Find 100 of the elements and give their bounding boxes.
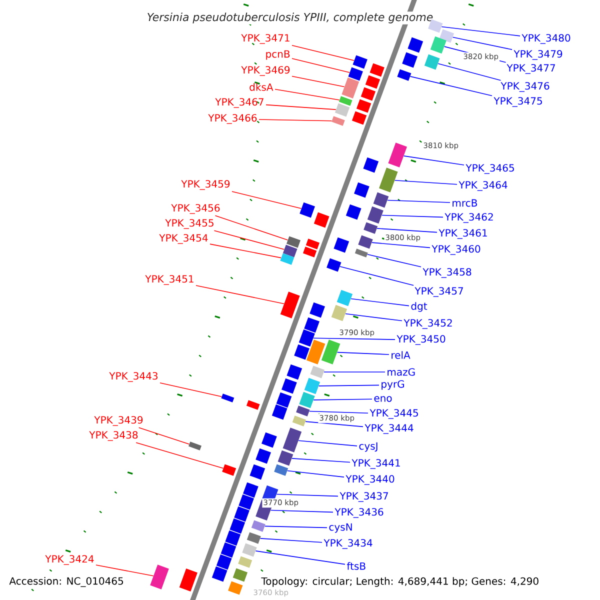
gene-box — [292, 416, 306, 426]
gene-box — [314, 212, 330, 228]
gene-label: YPK_3439 — [94, 416, 143, 426]
gene-label: eno — [374, 396, 392, 402]
gene-box — [331, 304, 348, 322]
gene-box — [246, 400, 260, 410]
leader-line — [318, 384, 380, 386]
leader-line — [138, 427, 190, 444]
gene-label: YPK_3469 — [241, 66, 290, 76]
gene-box — [304, 317, 320, 333]
gene-box — [332, 116, 345, 126]
gene-box — [424, 54, 440, 70]
leader-line — [313, 338, 396, 340]
gene-label: YPK_3477 — [506, 64, 555, 74]
gene-label: YPK_3462 — [444, 213, 493, 223]
gene-box — [310, 366, 325, 378]
gene-label: YPK_3475 — [494, 97, 542, 107]
gene-label: dgt — [411, 302, 428, 312]
leader-line — [274, 88, 340, 100]
gene-box — [212, 566, 228, 582]
leader-line — [255, 550, 346, 565]
gene-box — [304, 378, 320, 394]
gene-label: YPK_3450 — [396, 335, 446, 345]
gene-label: YPK_3458 — [422, 268, 472, 278]
gene-label: YPK_3471 — [241, 34, 290, 44]
gene-box — [280, 292, 300, 318]
gene-label: cysJ — [359, 442, 378, 452]
gene-box — [274, 464, 288, 476]
gene-box — [272, 404, 288, 420]
gene-label: YPK_3436 — [334, 508, 384, 518]
leader-line — [260, 538, 322, 543]
gene-box — [282, 378, 297, 394]
gene-label: YPK_3466 — [208, 114, 257, 124]
leader-line — [266, 104, 336, 110]
leader-line — [270, 510, 334, 513]
leader-line — [313, 398, 372, 400]
leader-line — [232, 191, 302, 209]
gene-label: dksA — [250, 83, 274, 91]
gene-box — [306, 340, 326, 364]
gene-box — [282, 244, 298, 258]
gene-box — [228, 581, 243, 595]
gene-box — [222, 464, 236, 476]
gene-box — [262, 432, 277, 448]
gene-label: YPK_3461 — [438, 229, 487, 239]
gene-box — [356, 99, 372, 113]
gene-box — [346, 204, 362, 220]
leader-line — [382, 214, 444, 218]
gene-box — [150, 564, 169, 590]
gene-box — [294, 344, 310, 360]
gene-box — [310, 302, 325, 318]
leader-line — [438, 63, 502, 81]
gene-box — [276, 392, 292, 408]
gene-box — [232, 568, 248, 582]
gene-box — [334, 103, 350, 117]
gene-box — [354, 182, 370, 198]
leader-line — [196, 285, 284, 304]
leader-line — [160, 382, 222, 398]
gene-box — [408, 37, 424, 53]
leader-line — [394, 180, 458, 185]
gene-box — [246, 532, 261, 544]
leader-line — [350, 298, 410, 306]
gene-box — [379, 168, 398, 192]
leader-line — [441, 26, 520, 36]
gene-label: YPK_3451 — [145, 275, 194, 285]
leader-line — [287, 470, 344, 478]
leader-line — [214, 215, 288, 240]
gene-label: cysN — [329, 523, 352, 533]
gene-label: ftsB — [346, 562, 366, 570]
gene-box — [336, 290, 353, 306]
leader-line — [309, 410, 368, 414]
gene-label: YPK_3464 — [458, 181, 508, 191]
gene-label: mazG — [388, 368, 415, 376]
gene-box — [282, 428, 302, 452]
gene-box — [306, 238, 320, 250]
gene-box — [302, 246, 317, 258]
gene-label: YPK_3476 — [500, 82, 550, 92]
gene-box — [278, 450, 294, 466]
leader-line — [264, 526, 328, 528]
gene-label: YPK_3434 — [324, 539, 372, 549]
leader-line — [292, 45, 354, 61]
gene-box — [326, 258, 342, 272]
gene-box — [352, 55, 368, 69]
gene-label: YPK_3438 — [89, 431, 138, 441]
gene-box — [230, 518, 246, 534]
leader-line — [96, 564, 154, 576]
leader-line — [387, 200, 450, 203]
gene-box — [299, 392, 315, 408]
leader-line — [340, 266, 414, 286]
leader-line — [345, 313, 402, 322]
gene-box — [300, 202, 315, 218]
gene-box — [402, 52, 418, 68]
gene-box — [221, 394, 234, 402]
gene-label: relA — [392, 351, 410, 359]
gene-box — [242, 543, 257, 557]
gene-box — [220, 542, 236, 558]
gene-box — [338, 96, 352, 106]
leader-line — [292, 58, 350, 73]
gene-label: pcnB — [266, 50, 290, 60]
gene-label: YPK_3480 — [522, 34, 570, 44]
gene-box — [388, 142, 407, 168]
